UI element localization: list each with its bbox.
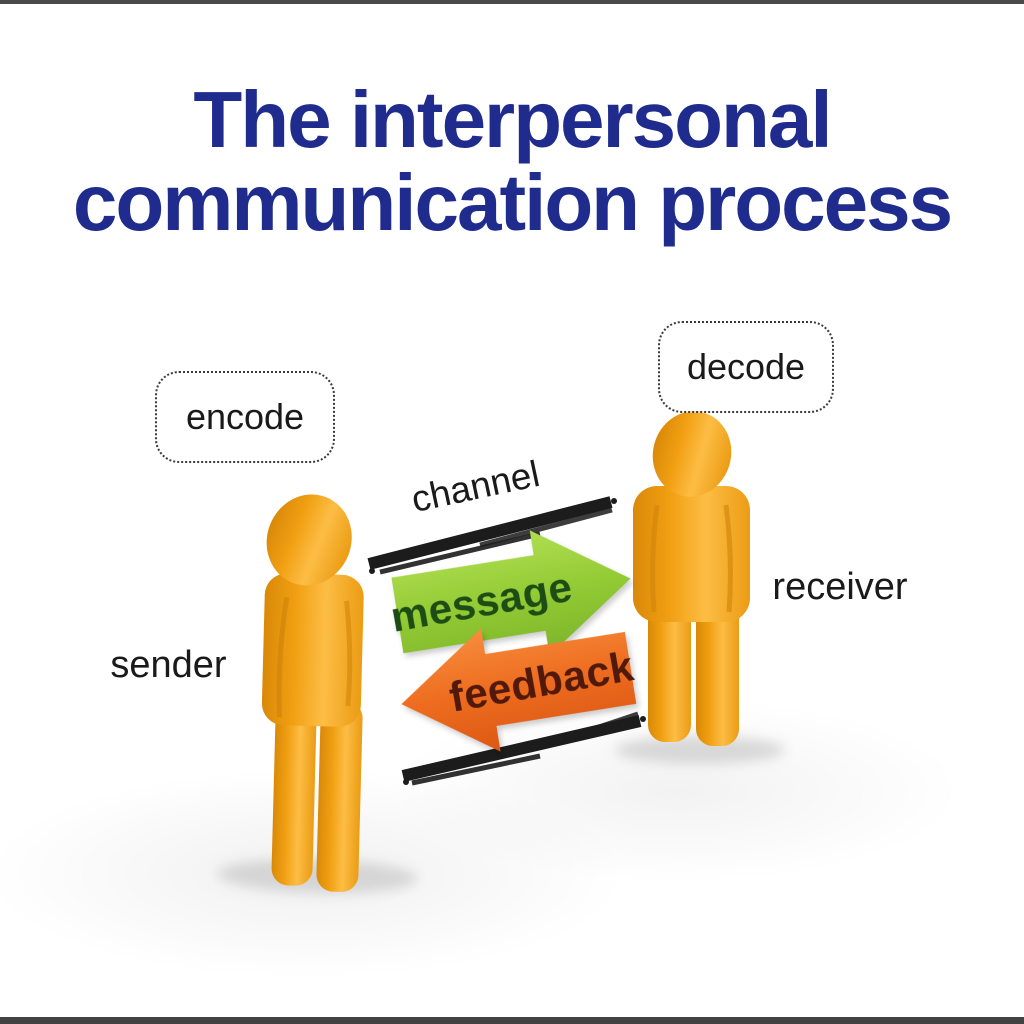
encode-box: encode [155,371,335,463]
channel-brush-stroke-top [367,496,617,575]
feedback-label: feedback [445,642,637,721]
figure-shadow [615,736,785,764]
page-title: The interpersonal communication process [0,75,1024,248]
top-border [0,0,1024,4]
decode-label: decode [686,346,806,387]
receiver-label: receiver [772,566,908,608]
decode-box: decode [658,321,834,413]
bottom-border [0,1017,1024,1024]
title-line-1: The interpersonal [193,75,832,164]
receiver-person-figure [615,411,785,764]
sender-person-figure [217,494,418,894]
channel-brush-stroke-bottom [401,711,646,786]
encode-label: encode [185,396,305,437]
title-line-2: communication process [72,158,953,248]
sender-label: sender [110,644,227,686]
